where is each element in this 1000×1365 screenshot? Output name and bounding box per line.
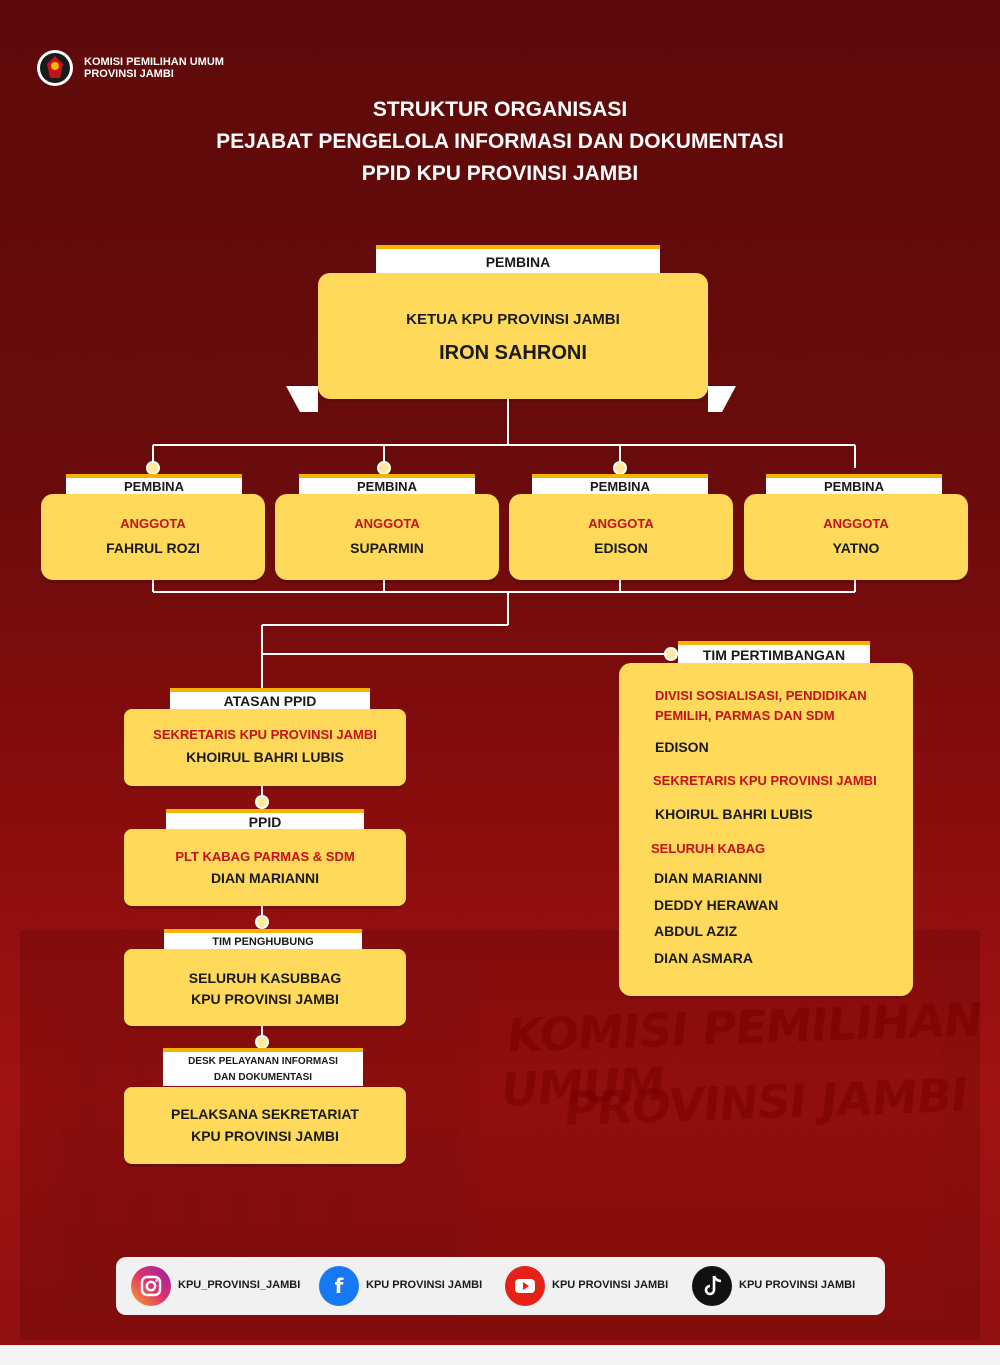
connector-dot (613, 461, 627, 475)
connector-dot (664, 647, 678, 661)
tab-atasan-ppid: ATASAN PPID (170, 688, 370, 709)
member-role: ANGGOTA (823, 516, 889, 531)
tim-divisi-line2: PEMILIH, PARMAS DAN SDM (655, 708, 835, 723)
youtube-icon[interactable] (505, 1266, 545, 1306)
card-member-4: ANGGOTA YATNO (744, 494, 968, 580)
title-line1: STRUKTUR ORGANISASI (372, 98, 628, 121)
kpu-logo (37, 50, 73, 86)
ketua-name: IRON SAHRONI (439, 342, 587, 364)
org-name-line2: PROVINSI JAMBI (84, 68, 174, 80)
member-name: FAHRUL ROZI (106, 540, 200, 556)
card-desk-pelayanan: PELAKSANA SEKRETARIAT KPU PROVINSI JAMBI (124, 1087, 406, 1164)
card-member-2: ANGGOTA SUPARMIN (275, 494, 499, 580)
card-atasan-ppid: SEKRETARIS KPU PROVINSI JAMBI KHOIRUL BA… (124, 709, 406, 786)
member-role: ANGGOTA (354, 516, 420, 531)
ppid-role: PLT KABAG PARMAS & SDM (175, 849, 355, 864)
card-member-1: ANGGOTA FAHRUL ROZI (41, 494, 265, 580)
connector-dot (146, 461, 160, 475)
tim-kabag-name: DIAN ASMARA (654, 950, 754, 966)
tab-pembina-1: PEMBINA (66, 474, 242, 494)
penghubung-line1: SELURUH KASUBBAG (188, 970, 342, 986)
tim-kabag-name: ABDUL AZIZ (654, 923, 738, 939)
bottom-strip (0, 1345, 1000, 1365)
tab-tim-penghubung: TIM PENGHUBUNG (164, 929, 362, 949)
card-ketua: KETUA KPU PROVINSI JAMBI IRON SAHRONI (318, 273, 708, 399)
member-name: SUPARMIN (350, 540, 424, 556)
atasan-name: KHOIRUL BAHRI LUBIS (186, 749, 344, 765)
tiktok-icon[interactable] (692, 1266, 732, 1306)
penghubung-line2: KPU PROVINSI JAMBI (191, 991, 339, 1007)
tim-kabag-role: SELURUH KABAG (651, 841, 766, 856)
card-member-3: ANGGOTA EDISON (509, 494, 733, 580)
youtube-label[interactable]: KPU PROVINSI JAMBI (552, 1279, 669, 1291)
desk-line1: PELAKSANA SEKRETARIAT (171, 1106, 359, 1122)
tiktok-label[interactable]: KPU PROVINSI JAMBI (739, 1279, 856, 1291)
title-line2: PEJABAT PENGELOLA INFORMASI DAN DOKUMENT… (216, 130, 784, 153)
connector-dot (255, 795, 269, 809)
ppid-name: DIAN MARIANNI (210, 870, 320, 886)
tab-pembina-top: PEMBINA (376, 245, 660, 273)
tab-pembina-3: PEMBINA (532, 474, 708, 494)
facebook-label[interactable]: KPU PROVINSI JAMBI (366, 1279, 483, 1291)
tim-sek-role: SEKRETARIS KPU PROVINSI JAMBI (653, 773, 877, 788)
member-name: EDISON (594, 540, 648, 556)
desk-line2: KPU PROVINSI JAMBI (191, 1128, 339, 1144)
member-role: ANGGOTA (120, 516, 186, 531)
tim-kabag-name: DIAN MARIANNI (654, 870, 763, 886)
tim-divisi-name: EDISON (655, 739, 709, 755)
tab-tim-pertimbangan: TIM PERTIMBANGAN (678, 641, 870, 663)
tab-desk-pelayanan: DESK PELAYANAN INFORMASI DAN DOKUMENTASI (163, 1048, 363, 1086)
org-name-line1: KOMISI PEMILIHAN UMUM (84, 56, 224, 68)
tab-ppid: PPID (166, 809, 364, 830)
social-bar: KPU_PROVINSI_JAMBI f KPU PROVINSI JAMBI … (116, 1257, 885, 1315)
atasan-role: SEKRETARIS KPU PROVINSI JAMBI (153, 727, 377, 742)
tim-kabag-name: DEDDY HERAWAN (654, 897, 779, 913)
desk-tab-line2: DAN DOKUMENTASI (213, 1072, 313, 1083)
tim-sek-name: KHOIRUL BAHRI LUBIS (655, 806, 813, 822)
ketua-role: KETUA KPU PROVINSI JAMBI (406, 311, 620, 328)
instagram-label[interactable]: KPU_PROVINSI_JAMBI (178, 1279, 301, 1291)
connector-dot (255, 915, 269, 929)
member-role: ANGGOTA (588, 516, 654, 531)
title-line3: PPID KPU PROVINSI JAMBI (361, 162, 639, 185)
card-ppid: PLT KABAG PARMAS & SDM DIAN MARIANNI (124, 829, 406, 906)
connector-dot (255, 1035, 269, 1049)
desk-tab-line1: DESK PELAYANAN INFORMASI (188, 1056, 338, 1067)
card-tim-pertimbangan: DIVISI SOSIALISASI, PENDIDIKAN PEMILIH, … (619, 663, 913, 996)
member-name: YATNO (832, 540, 880, 556)
tim-divisi-line1: DIVISI SOSIALISASI, PENDIDIKAN (655, 688, 867, 703)
facebook-icon[interactable]: f (319, 1266, 359, 1306)
tab-pembina-2: PEMBINA (299, 474, 475, 494)
connector-dot (377, 461, 391, 475)
org-name: KOMISI PEMILIHAN UMUM PROVINSI JAMBI (84, 56, 224, 80)
tab-pembina-4: PEMBINA (766, 474, 942, 494)
card-tim-penghubung: SELURUH KASUBBAG KPU PROVINSI JAMBI (124, 949, 406, 1026)
instagram-icon[interactable] (131, 1266, 171, 1306)
